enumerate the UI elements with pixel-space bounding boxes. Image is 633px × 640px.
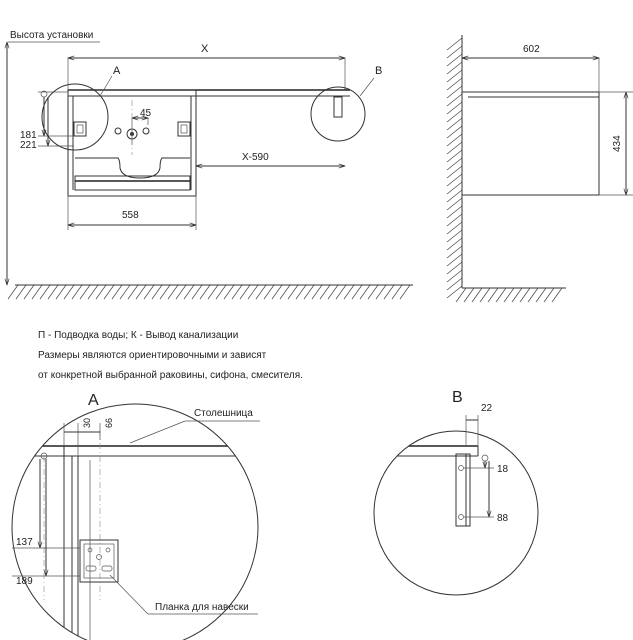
wall-hatch-side: [446, 37, 463, 299]
side-view: 602 434: [446, 35, 633, 303]
detail-a: A 30 66 Столешница: [11, 392, 260, 640]
detail-a-title: A: [88, 392, 99, 409]
dim-45: 45: [140, 108, 152, 119]
note-line-3: от конкретной выбранной раковины, сифона…: [38, 370, 303, 381]
detail-b-title: B: [452, 389, 463, 406]
callout-a: A: [113, 65, 121, 77]
dim-18: 18: [497, 464, 509, 475]
dim-434: 434: [612, 135, 623, 152]
note-line-2: Размеры являются ориентировочными и зави…: [38, 350, 267, 361]
floor-hatch-side: [455, 287, 563, 303]
dim-66: 66: [104, 418, 114, 428]
countertop-label: Столешница: [194, 408, 253, 419]
dim-88: 88: [497, 513, 509, 524]
dim-137: 137: [16, 537, 33, 548]
note-line-1: П - Подводка воды; К - Вывод канализации: [38, 330, 239, 341]
install-height-label: Высота установки: [10, 30, 93, 41]
hanging-bar-label: Планка для навески: [155, 602, 249, 613]
front-view: Высота установки X: [7, 30, 413, 300]
dim-189: 189: [16, 576, 33, 587]
dim-221: 221: [20, 140, 37, 151]
dim-558: 558: [122, 210, 139, 221]
dim-181: 181: [20, 130, 37, 141]
dim-22: 22: [481, 403, 493, 414]
detail-b: B 22 18 88: [373, 389, 539, 596]
dim-30: 30: [82, 418, 92, 428]
dim-x590: X-590: [242, 152, 269, 163]
dim-602: 602: [523, 44, 540, 55]
callout-b: B: [375, 65, 382, 77]
dim-x: X: [201, 43, 209, 55]
floor-hatch-front: [7, 284, 411, 300]
